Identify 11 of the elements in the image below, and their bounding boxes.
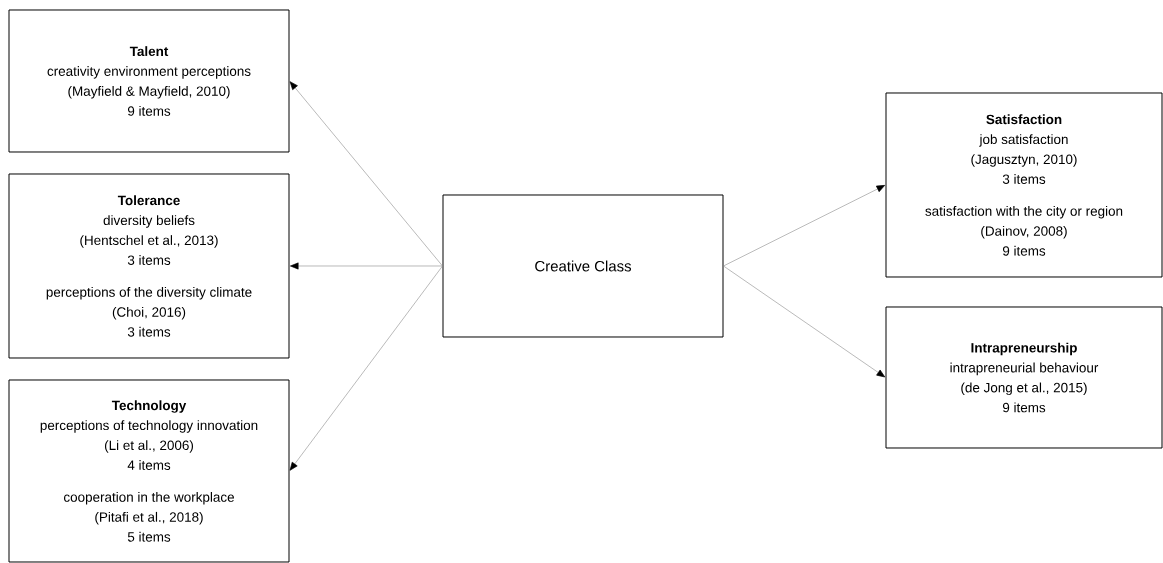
- concept-box: Intrapreneurship intrapreneurial behaviour (de Jong et al., 2015) 9 items: [885, 306, 1163, 449]
- concept-box: Talent creativity environment perceptions (Mayfield & Mayfield, 2010) 9 items: [8, 9, 290, 153]
- concept-box: Satisfaction job satisfaction (Jagusztyn, 2010) 3 items satisfaction with the city or region (Dainov, 2008) 9 items: [885, 92, 1163, 278]
- concept-box: Tolerance diversity beliefs (Hentschel et al., 2013) 3 items perceptions of the diversity climate (Choi, 2016) 3 items: [8, 173, 290, 359]
- concept-box: Technology perceptions of technology innovation (Li et al., 2006) 4 items cooperation in the workplace (Pitafi et al., 2018) 5 items: [8, 379, 290, 563]
- arrow: [290, 262, 443, 270]
- arrow: [723, 185, 886, 267]
- arrow: [289, 81, 443, 267]
- central-box: Creative Class: [442, 194, 724, 338]
- arrow: [723, 265, 886, 378]
- arrow: [289, 265, 443, 471]
